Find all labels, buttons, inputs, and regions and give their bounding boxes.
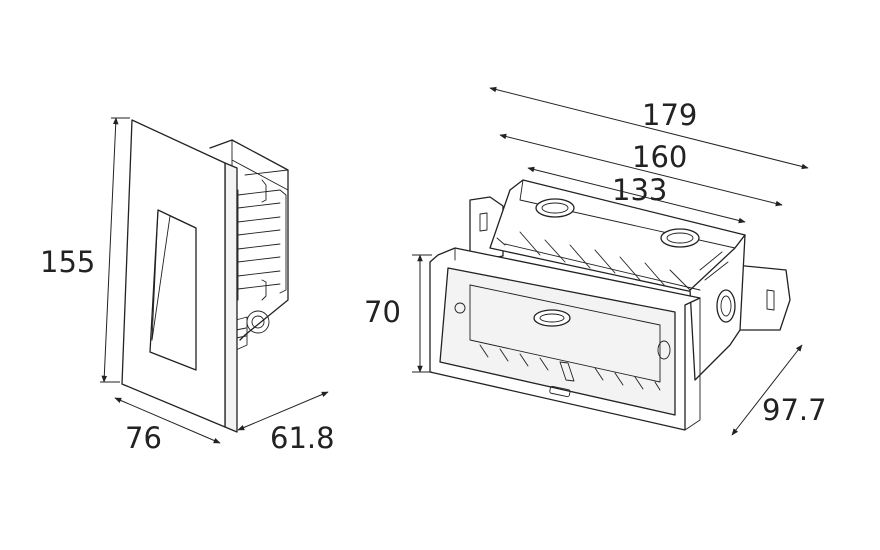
dim-front-depth — [237, 391, 329, 431]
label-front-depth: 61.8 — [270, 421, 335, 455]
label-box-length-overall: 179 — [642, 98, 697, 132]
label-box-length-mid: 160 — [632, 140, 687, 174]
dim-box-length-inner — [527, 166, 746, 224]
label-front-height: 155 — [40, 245, 95, 279]
knockout-hole — [660, 228, 700, 248]
dim-front-width — [114, 397, 221, 444]
mounting-box — [429, 179, 791, 431]
frame-opening — [439, 267, 676, 416]
label-front-width: 76 — [125, 421, 162, 455]
dim-box-depth — [731, 344, 803, 436]
label-box-depth: 97.7 — [762, 393, 827, 427]
dim-box-height — [412, 254, 432, 373]
label-box-length-inner: 133 — [612, 173, 667, 207]
side-knockout — [716, 289, 736, 323]
dim-front-height — [100, 117, 130, 383]
label-box-height: 70 — [364, 295, 401, 329]
wall-light-fixture — [121, 119, 289, 433]
front-plate-edge — [224, 162, 238, 433]
inner-knockout — [533, 309, 571, 327]
